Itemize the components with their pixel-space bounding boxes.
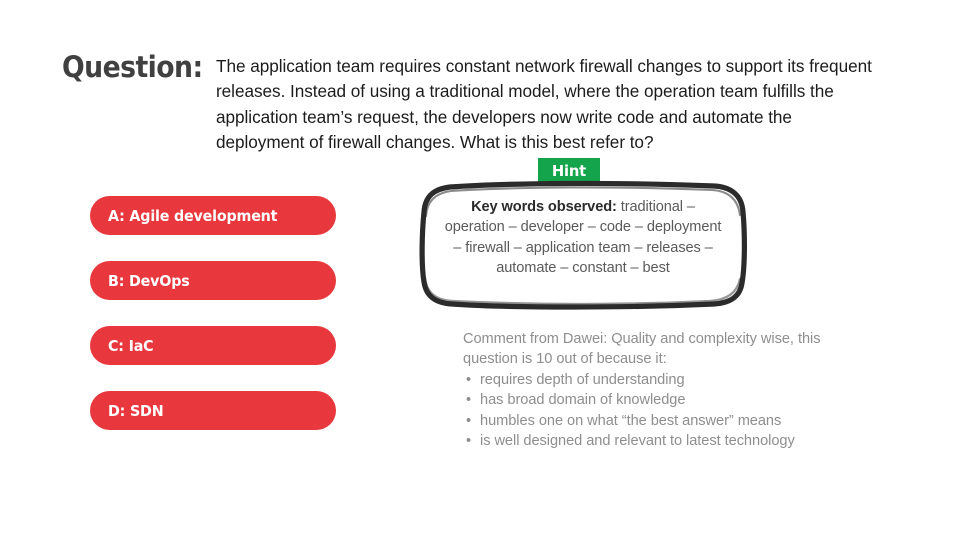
hint-box-border-icon — [419, 180, 747, 310]
comment-bullet-text: humbles one on what “the best answer” me… — [480, 412, 782, 429]
answer-option-d-label: D: SDN — [108, 401, 164, 420]
hint-callout-box: Key words observed: traditional – operat… — [418, 180, 748, 310]
comment-bullet-item: • is well designed and relevant to lates… — [463, 431, 875, 451]
hint-keywords-value: traditional – operation – developer – co… — [444, 199, 722, 277]
comment-bullet-item: • humbles one on what “the best answer” … — [463, 411, 875, 431]
hint-body-text: Key words observed: traditional – operat… — [442, 197, 724, 279]
answer-option-d[interactable]: D: SDN — [90, 391, 336, 430]
answer-option-a[interactable]: A: Agile development — [90, 196, 336, 235]
answer-option-c[interactable]: C: IaC — [90, 326, 336, 365]
question-label: Question: — [62, 50, 203, 84]
comment-bullet-list: • requires depth of understanding • has … — [463, 370, 875, 452]
answer-option-b-label: B: DevOps — [108, 271, 190, 290]
bullet-icon: • — [466, 433, 472, 450]
answer-option-c-label: C: IaC — [108, 336, 154, 355]
comment-block: Comment from Dawei: Quality and complexi… — [463, 329, 875, 451]
comment-bullet-text: has broad domain of knowledge — [480, 392, 686, 409]
bullet-icon: • — [466, 412, 472, 429]
hint-badge: Hint — [538, 158, 600, 184]
bullet-icon: • — [466, 392, 472, 409]
answer-options-list: A: Agile development B: DevOps C: IaC D:… — [90, 196, 340, 430]
comment-bullet-item: • requires depth of understanding — [463, 370, 875, 390]
question-text: The application team requires constant n… — [216, 56, 872, 152]
comment-bullet-text: requires depth of understanding — [480, 371, 685, 388]
hint-badge-label: Hint — [551, 162, 587, 180]
answer-option-b[interactable]: B: DevOps — [90, 261, 336, 300]
comment-bullet-text: is well designed and relevant to latest … — [480, 433, 795, 450]
comment-bullet-item: • has broad domain of knowledge — [463, 390, 875, 410]
hint-keywords-label: Key words observed: — [471, 199, 617, 215]
bullet-icon: • — [466, 371, 472, 388]
answer-option-a-label: A: Agile development — [108, 206, 278, 225]
comment-intro-text: Comment from Dawei: Quality and complexi… — [463, 331, 821, 368]
